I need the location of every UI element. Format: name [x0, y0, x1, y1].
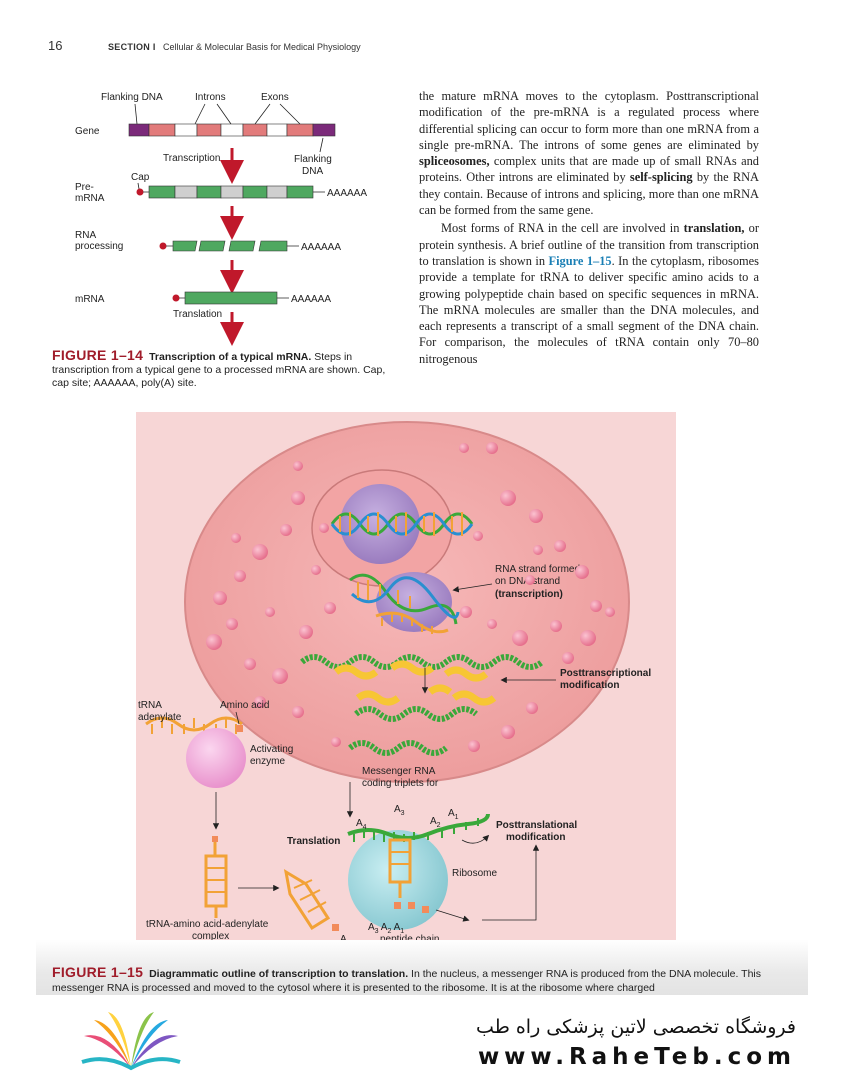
figure-1-14-caption: FIGURE 1–14 Transcription of a typical m… — [52, 347, 392, 390]
caption-figure-text: Steps in transcription from a typical ge… — [52, 351, 386, 389]
transcription-nucleolus — [376, 572, 452, 632]
section-label: SECTION I — [108, 42, 156, 52]
label-peptide-chain: peptide chain — [380, 934, 440, 945]
label-amino-acid: Amino acid — [220, 700, 269, 711]
label-trna-1: tRNA — [138, 700, 162, 711]
label-messenger-2: coding triplets for — [362, 778, 439, 789]
label-rna-processing-1: RNA — [75, 230, 96, 241]
label-introns: Introns — [195, 92, 226, 103]
label-rna-processing-2: processing — [75, 241, 123, 252]
label-a3-top: A3 — [394, 804, 405, 817]
body-text-column: the mature mRNA moves to the cytoplasm. … — [419, 88, 759, 367]
label-posttranscriptional-1: Posttranscriptional — [560, 668, 651, 679]
site-url[interactable]: www.RaheTeb.com — [477, 1044, 796, 1070]
caption-figure-title: Diagrammatic outline of transcription to… — [149, 968, 409, 980]
label-a1-top: A1 — [448, 808, 459, 821]
label-ribosome: Ribosome — [452, 868, 497, 879]
label-polya-3: AAAAAA — [291, 294, 331, 305]
term-self-splicing: self-splicing — [629, 170, 693, 185]
label-posttranslational-1: Posttranslational — [496, 820, 577, 831]
label-gene: Gene — [75, 126, 100, 137]
label-complex-2: complex — [192, 931, 229, 942]
label-pre-2: mRNA — [75, 193, 105, 204]
figure-1-14: Flanking DNA Introns Exons Gene Transcri… — [45, 86, 395, 346]
pre-mrna-bar — [136, 185, 325, 199]
label-posttranscriptional-2: modification — [560, 680, 619, 691]
label-a4-top: A4 — [356, 818, 367, 831]
p1-text-a: the mature mRNA moves to the cytoplasm. … — [419, 89, 759, 152]
p2-text-a: Most forms of RNA in the cell are involv… — [441, 221, 684, 236]
label-flanking-right-2: DNA — [302, 166, 323, 177]
label-translation: Translation — [173, 309, 222, 320]
caption-figure-title: Transcription of a typical mRNA. — [149, 351, 312, 363]
ribosome — [348, 830, 448, 930]
trna-in-ribosome — [388, 838, 412, 898]
figure-1-14-diagram: Flanking DNA Introns Exons Gene Transcri… — [75, 92, 367, 346]
label-flanking-dna-top: Flanking DNA — [101, 92, 163, 103]
label-cap: Cap — [131, 172, 150, 183]
label-mrna: mRNA — [75, 294, 105, 305]
messenger-rna-free — [348, 740, 448, 756]
label-translation-fig15: Translation — [287, 836, 340, 847]
book-logo-icon — [78, 1010, 184, 1072]
label-activating-2: enzyme — [250, 756, 285, 767]
label-rna-strand-3: (transcription) — [495, 589, 563, 600]
transcription-helix — [349, 573, 460, 634]
page-header: 16 SECTION I Cellular & Molecular Basis … — [48, 38, 808, 58]
label-messenger-1: Messenger RNA — [362, 766, 436, 777]
term-spliceosomes: spliceosomes, — [419, 154, 490, 169]
peptide-chain — [394, 902, 429, 913]
store-name: فروشگاه تخصصی لاتین پزشکی راه طب — [476, 1016, 796, 1038]
paragraph-1: the mature mRNA moves to the cytoplasm. … — [419, 88, 759, 218]
caption-figure-number: FIGURE 1–15 — [52, 966, 144, 980]
section-title: Cellular & Molecular Basis for Medical P… — [163, 42, 361, 52]
gene-bar — [128, 123, 336, 137]
p1-text-e: by the RNA they contain. Because of intr… — [419, 170, 759, 218]
label-pre-1: Pre- — [75, 182, 94, 193]
label-flanking-right-1: Flanking — [294, 154, 332, 165]
caption-figure-text: In the nucleus, a messenger RNA is produ… — [52, 968, 762, 994]
nucleolus — [340, 484, 420, 564]
label-a2-top: A2 — [430, 816, 441, 829]
p2-text-e: . In the cytoplasm, ribosomes provide a … — [419, 253, 759, 366]
label-activating-1: Activating — [250, 744, 293, 755]
label-polya-2: AAAAAA — [301, 242, 341, 253]
label-trna-2: adenylate — [138, 712, 182, 723]
figure-1-15-caption: FIGURE 1–15 Diagrammatic outline of tran… — [52, 966, 792, 994]
label-exons: Exons — [261, 92, 289, 103]
trna-complex — [204, 836, 228, 918]
trna-entering — [283, 869, 339, 931]
mrna-strands-cytoplasm — [300, 654, 544, 722]
page-number: 16 — [48, 38, 63, 53]
p1-text-c: complex units that are made up of small … — [419, 154, 759, 185]
figure-reference-link[interactable]: Figure 1–15 — [548, 253, 612, 268]
processing-bar — [159, 240, 299, 252]
figure-1-15: RNA strand formed on DNA strand (transcr… — [136, 412, 676, 957]
cytoplasm-vesicles — [206, 442, 615, 752]
p2-text-c: or protein synthesis. A brief outline of… — [419, 221, 759, 268]
label-rna-strand-1: RNA strand formed — [495, 564, 580, 575]
mrna-bar — [172, 291, 289, 305]
paragraph-2: Most forms of RNA in the cell are involv… — [419, 220, 759, 367]
label-polya-1: AAAAAA — [327, 188, 367, 199]
figure-1-15-diagram: RNA strand formed on DNA strand (transcr… — [138, 421, 651, 947]
caption-figure-number: FIGURE 1–14 — [52, 347, 144, 363]
label-transcription: Transcription — [163, 153, 220, 164]
label-peptide-values: A3 A2 A1 — [368, 922, 404, 935]
caption-background — [36, 940, 808, 995]
dna-helix — [330, 512, 474, 536]
term-translation: translation, — [683, 221, 745, 236]
activating-enzyme — [186, 728, 246, 788]
label-complex-1: tRNA-amino acid-adenylate — [146, 919, 269, 930]
label-posttranslational-2: modification — [506, 832, 565, 843]
